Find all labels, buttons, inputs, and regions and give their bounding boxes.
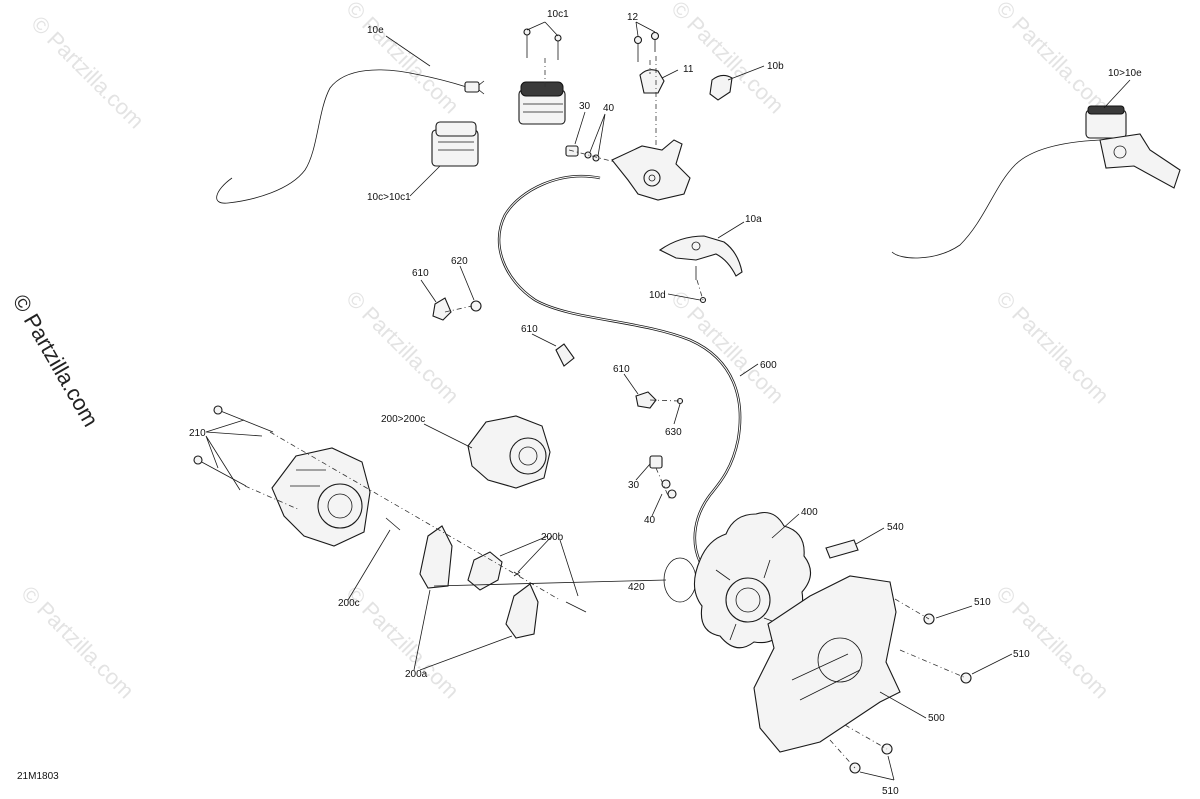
part-10b-clamp [709,74,733,101]
callout-620: 620 [451,256,468,267]
callout-210: 210 [189,428,206,439]
callout-200b: 200b [541,532,564,543]
callout-10a: 10a [745,214,762,225]
part-540-label [825,539,859,559]
watermark: © Partzilla.com [341,0,464,118]
part-200-caliper [271,447,371,547]
callout-30: 30 [579,101,591,112]
callout-630: 630 [665,427,682,438]
callout-400: 400 [801,507,818,518]
part-12-screws [633,31,660,62]
callout-labels: 10e 10c1 12 11 10b 10>10e 30 40 10c>10c1… [189,9,1142,797]
part-400-brake-disc [693,511,812,649]
part-420-o-ring [663,557,697,603]
part-610-clip [432,297,482,321]
watermark: © Partzilla.com [991,581,1114,704]
side-watermark: © Partzilla.com [8,290,104,431]
assembly-lines [244,56,967,769]
part-200b-springs [467,551,521,591]
callout-10c-10c1: 10c>10c1 [367,192,411,203]
callout-610: 610 [613,364,630,375]
part-11-clamp [639,69,665,94]
part-30-40-fittings [649,455,677,499]
part-master-cylinder [565,139,691,201]
watermark: © Partzilla.com [666,0,789,118]
watermark: © Partzilla.com [16,581,139,704]
callout-40: 40 [644,515,656,526]
callout-200-200c: 200>200c [381,414,425,425]
callout-10c1: 10c1 [547,9,569,20]
callout-510: 510 [882,786,899,797]
part-610-clip [555,343,575,367]
part-10e-hose [216,69,485,204]
callout-30: 30 [628,480,640,491]
part-500-disc-guard [753,575,901,753]
watermark: © Partzilla.com [26,11,149,134]
callout-510: 510 [1013,649,1030,660]
part-10c-reservoir [431,121,479,167]
part-10-master-assembly [891,105,1181,259]
watermark: © Partzilla.com [991,286,1114,409]
part-10c1-reservoir [518,28,566,125]
callout-510: 510 [974,597,991,608]
callout-10-10e: 10>10e [1108,68,1142,79]
callout-610: 610 [521,324,538,335]
callout-12: 12 [627,12,639,23]
callout-600: 600 [760,360,777,371]
callout-40: 40 [603,103,615,114]
part-10a-lever [658,235,743,304]
callout-10e: 10e [367,25,384,36]
callout-200a: 200a [405,669,428,680]
part-200c-caliper [467,415,551,489]
callout-610: 610 [412,268,429,279]
part-200c-slide-pin [385,517,587,613]
part-200a-pads [419,525,539,639]
watermark: © Partzilla.com [991,0,1114,118]
callout-10d: 10d [649,290,666,301]
callout-10b: 10b [767,61,784,72]
part-610-clip [635,391,684,409]
part-600-brake-hose [497,174,742,563]
leader-lines [205,21,1131,781]
callout-11: 11 [683,64,694,75]
callout-200c: 200c [338,598,360,609]
watermark: © Partzilla.com [341,581,464,704]
watermark: © Partzilla.com [666,286,789,409]
callout-500: 500 [928,713,945,724]
part-210-bolts [193,405,274,487]
callout-540: 540 [887,522,904,533]
diagram-code: 21M1803 [17,771,59,782]
callout-420: 420 [628,582,645,593]
